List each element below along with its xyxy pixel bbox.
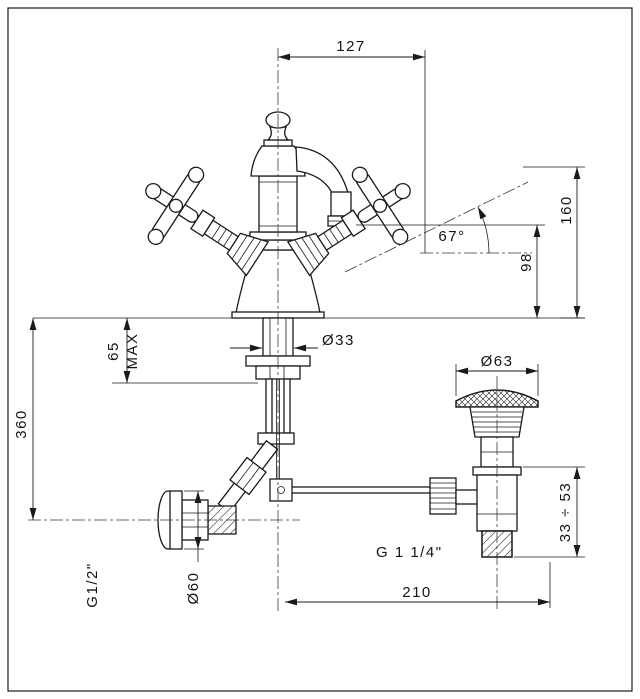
dim-deck-thickness: 65 MAX — [105, 318, 258, 384]
union-nut — [229, 456, 267, 496]
popup-rod — [282, 486, 432, 494]
dim-label-spout-angle: 67° — [438, 228, 465, 245]
dim-shank-diameter: Ø33 — [230, 332, 355, 352]
dim-label-spout-reach: 127 — [336, 38, 366, 55]
dim-total-height: 160 — [523, 166, 585, 319]
dim-label-waste-cap-diameter: Ø63 — [481, 353, 514, 370]
dim-spout-reach: 127 — [278, 38, 426, 253]
elbow-connector — [257, 432, 295, 445]
dim-label-waste-adjust-range: 33 ÷ 53 — [557, 482, 574, 542]
dim-spout-angle: 67° — [438, 206, 490, 254]
supply-tube-left — [265, 378, 273, 434]
dim-label-deck-max-value: 65 — [105, 341, 122, 361]
dimension-annotations: 127 160 98 67° Ø33 6 — [13, 38, 585, 608]
dim-label-waste-offset: 210 — [402, 584, 432, 601]
dim-waste-cap-diameter: Ø63 — [455, 353, 539, 396]
dim-waste-adjust-range: 33 ÷ 53 — [514, 466, 585, 558]
dim-rosette-diameter: Ø60 — [184, 490, 204, 605]
dim-label-deck-max-word: MAX — [124, 332, 141, 369]
dim-waste-offset: 210 — [285, 562, 551, 608]
dim-label-inlet-depth: 360 — [13, 409, 30, 439]
sheet-border — [7, 7, 633, 692]
dim-outlet-height: 98 — [356, 224, 545, 318]
adjuster-stem — [455, 489, 479, 505]
drain-assembly — [429, 389, 539, 558]
dim-label-shank-diameter: Ø33 — [322, 332, 355, 349]
spout-axis-line — [344, 181, 529, 273]
dim-label-waste-thread: G 1 1/4" — [376, 544, 443, 561]
dim-label-inlet-thread: G1/2" — [84, 562, 101, 607]
dim-label-outlet-height: 98 — [518, 252, 535, 272]
supply-assembly — [157, 317, 432, 550]
spout-outlet — [330, 191, 352, 217]
finial-stem — [266, 126, 290, 141]
supply-tube-right — [283, 378, 291, 434]
dim-label-rosette-diameter: Ø60 — [185, 572, 202, 605]
rod-clamp — [269, 478, 293, 502]
dim-label-total-height: 160 — [558, 195, 575, 225]
centerlines — [28, 48, 532, 612]
dim-inlet-depth: 360 — [13, 318, 37, 520]
clamp-screw — [277, 486, 285, 494]
